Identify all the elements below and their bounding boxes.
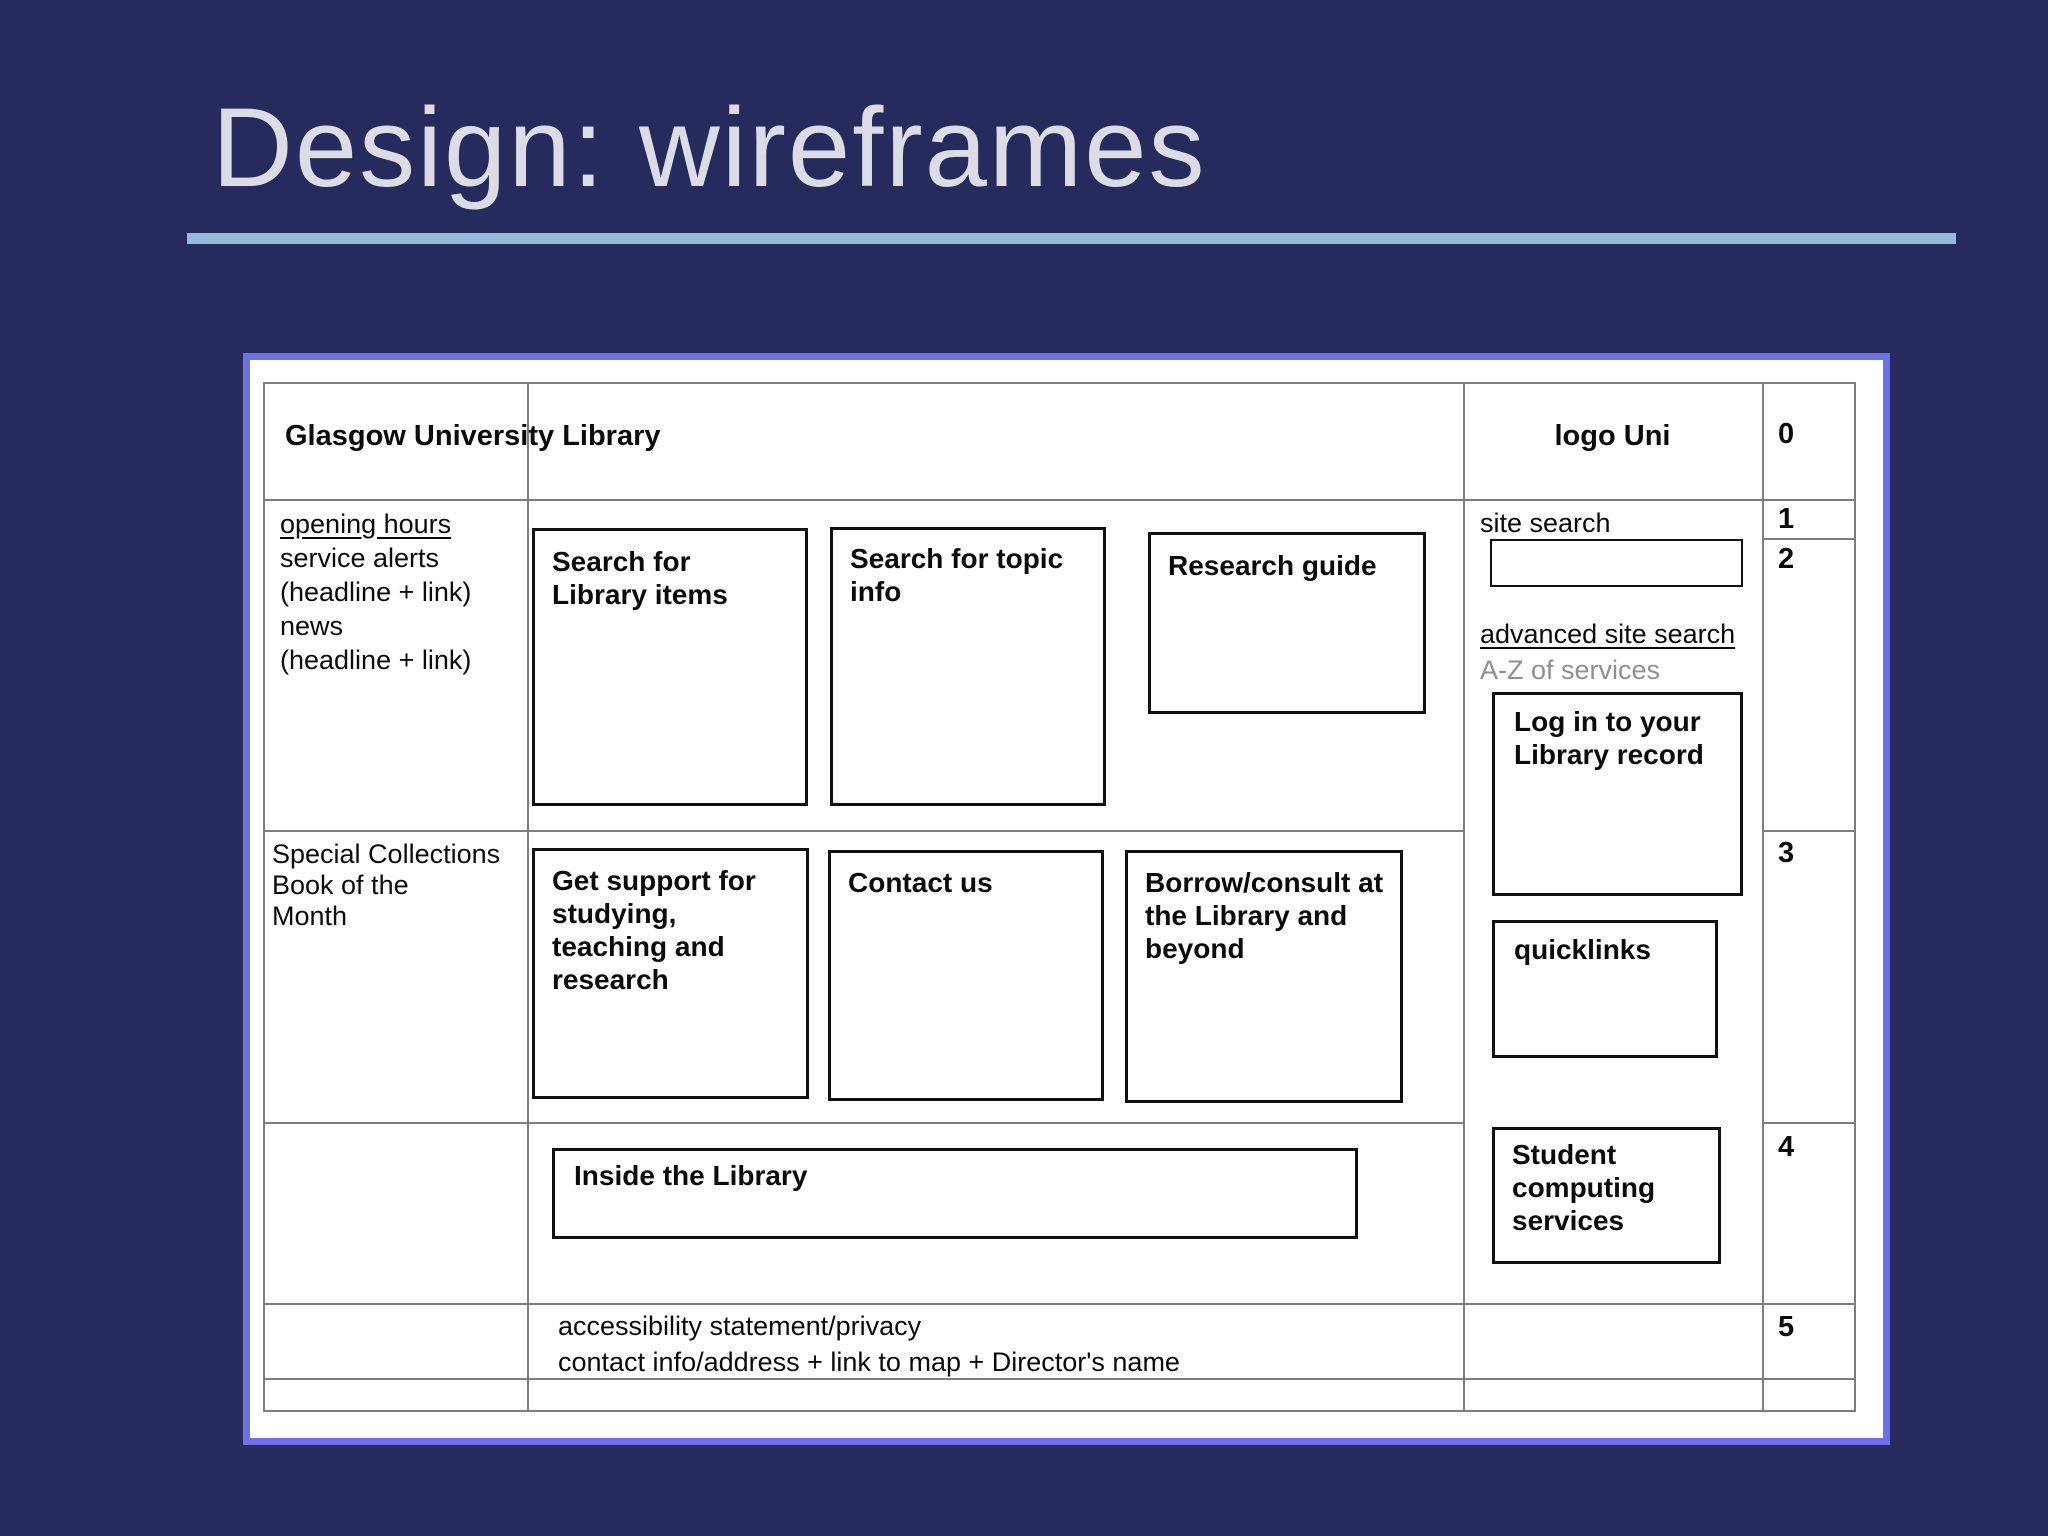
student-computing-label: Student computing services — [1512, 1139, 1656, 1236]
title-underline-rule — [187, 233, 1956, 244]
grid-line — [263, 1378, 1856, 1380]
special-collections-line1: Special Collections — [272, 839, 501, 869]
service-alerts-label: service alerts — [280, 543, 440, 573]
wireframe-table-frame — [263, 382, 1856, 1412]
get-support-label: Get support for studying, teaching and r… — [552, 865, 756, 995]
search-library-items-box — [532, 528, 808, 806]
inside-library-label: Inside the Library — [574, 1160, 808, 1191]
site-title: Glasgow University Library — [285, 420, 661, 452]
quicklinks-box — [1492, 920, 1718, 1058]
quicklinks-label: quicklinks — [1514, 934, 1651, 965]
grid-line — [263, 499, 1856, 501]
row-number-0: 0 — [1778, 418, 1795, 450]
slide-title: Design: wireframes — [212, 85, 1207, 210]
row-number-2: 2 — [1778, 543, 1795, 575]
get-support-box — [532, 848, 809, 1099]
advanced-site-search-link: advanced site search — [1480, 619, 1736, 649]
opening-hours-link: opening hours — [280, 509, 452, 539]
borrow-consult-box — [1125, 850, 1403, 1103]
student-computing-box — [1492, 1127, 1721, 1264]
row-number-5: 5 — [1778, 1311, 1795, 1343]
research-guide-label: Research guide — [1168, 550, 1377, 581]
search-library-items-label: Search for Library items — [552, 546, 728, 610]
borrow-consult-label: Borrow/consult at the Library and beyond — [1145, 867, 1384, 964]
grid-line — [1463, 382, 1465, 1412]
site-search-input-box — [1490, 539, 1743, 587]
grid-line — [263, 830, 1465, 832]
grid-line — [263, 1303, 1856, 1305]
az-of-services-label: A-Z of services — [1480, 655, 1661, 685]
search-topic-info-label: Search for topic info — [850, 543, 1064, 607]
grid-line — [263, 1122, 1465, 1124]
news-label: news — [280, 611, 344, 641]
service-alerts-note: (headline + link) — [280, 577, 472, 607]
logo-placeholder: logo Uni — [1554, 420, 1671, 452]
row-number-4: 4 — [1778, 1131, 1795, 1163]
left-nav-links: opening hours service alerts (headline +… — [280, 507, 520, 677]
footer-accessibility-line: accessibility statement/privacy — [558, 1311, 922, 1341]
news-note: (headline + link) — [280, 645, 472, 675]
special-collections-label: Special Collections Book of the Month — [272, 839, 524, 932]
search-topic-info-box — [830, 527, 1106, 806]
special-collections-line2: Book of the — [272, 870, 409, 900]
grid-line — [527, 382, 529, 1412]
research-guide-box — [1148, 532, 1426, 714]
grid-line — [1762, 830, 1856, 832]
special-collections-line3: Month — [272, 901, 348, 931]
row-number-1: 1 — [1778, 503, 1795, 535]
site-search-label: site search — [1480, 508, 1611, 538]
contact-us-box — [828, 850, 1104, 1101]
row-number-3: 3 — [1778, 837, 1795, 869]
contact-us-label: Contact us — [848, 867, 993, 898]
footer-contact-line: contact info/address + link to map + Dir… — [558, 1347, 1180, 1377]
library-record-login-label: Log in to your Library record — [1514, 706, 1704, 770]
library-record-login-box — [1492, 692, 1743, 896]
grid-line — [1762, 538, 1856, 540]
grid-line — [1762, 1122, 1856, 1124]
grid-line — [1762, 382, 1764, 1412]
inside-library-box — [552, 1148, 1358, 1239]
